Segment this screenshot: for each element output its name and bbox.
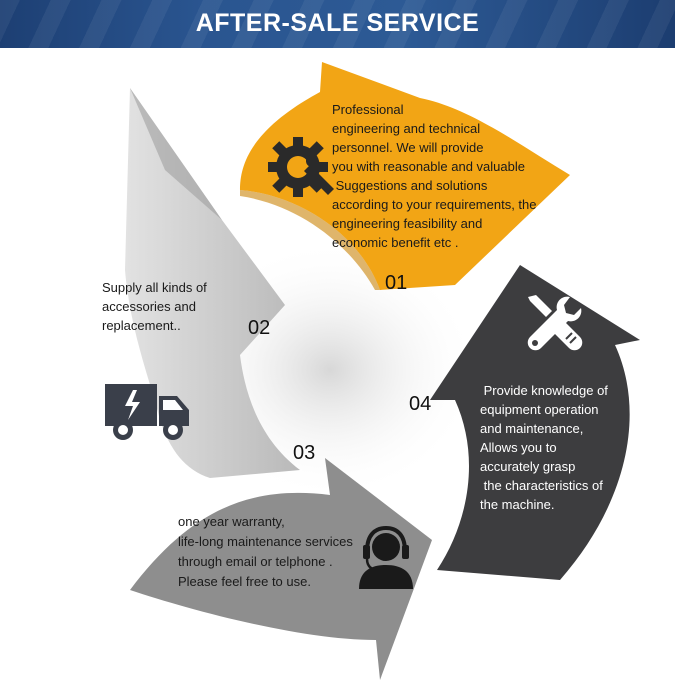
arrow-02-side <box>130 88 222 220</box>
step-01-text: Professional engineering and technical p… <box>332 102 537 250</box>
wrench-screwdriver-icon <box>522 293 586 362</box>
arrow-02 <box>125 88 300 478</box>
step-01-number: 01 <box>385 272 408 294</box>
cycle-arrows-graphic <box>125 62 640 680</box>
gear-wrench-icon <box>266 131 338 208</box>
arrow-03 <box>130 458 432 680</box>
page-title: AFTER-SALE SERVICE <box>195 9 480 37</box>
step-03-number: 03 <box>293 442 316 464</box>
step-03-text: one year warranty, life-long maintenance… <box>178 514 353 589</box>
delivery-truck-icon <box>103 382 191 447</box>
customer-service-headset-icon <box>355 525 417 594</box>
step-02-text: Supply all kinds of accessories and repl… <box>102 280 207 333</box>
step-04-text: Provide knowledge of equipment operation… <box>480 383 608 512</box>
arrow-01 <box>240 62 570 290</box>
step-02-number: 02 <box>248 317 271 339</box>
header-banner: AFTER-SALE SERVICE <box>0 0 675 48</box>
arrow-04 <box>430 265 640 580</box>
step-04-number: 04 <box>409 393 432 415</box>
